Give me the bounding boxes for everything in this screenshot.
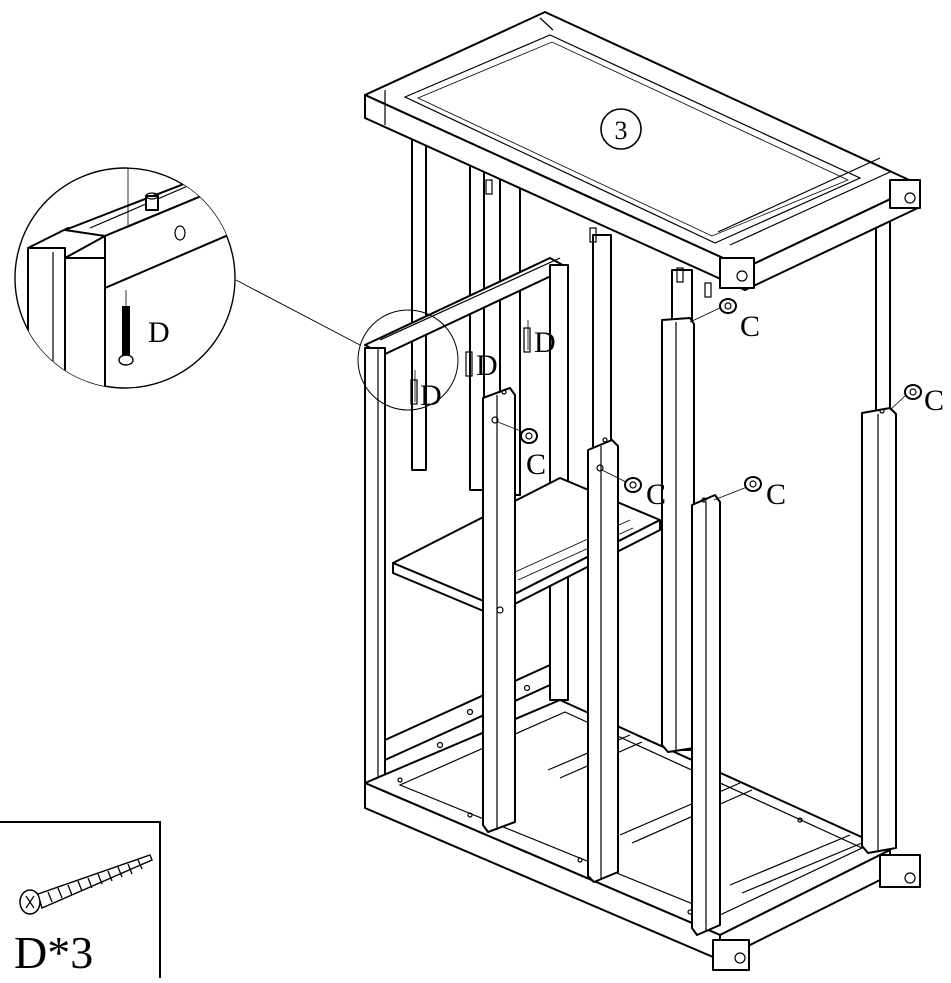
- screw-icon: [19, 854, 153, 915]
- top-frame: 3: [364, 11, 921, 291]
- label-d-1: D: [420, 379, 442, 412]
- label-c-1: C: [740, 310, 760, 343]
- screws-d: D D D: [410, 320, 556, 412]
- cam-bolt-icon: [904, 384, 922, 400]
- step-number-circle: [600, 108, 642, 150]
- detail-magnifier: D: [14, 167, 459, 411]
- label-c-2: C: [924, 384, 944, 417]
- base-frame: [364, 699, 921, 971]
- cam-bolt-icon: [719, 298, 737, 314]
- cam-bolt-icon: [624, 477, 642, 493]
- parts-label: D*3: [14, 927, 93, 978]
- cam-bolt-icon: [744, 476, 762, 492]
- label-d-2: D: [476, 349, 498, 382]
- cam-bolts: C C C C C: [497, 298, 944, 511]
- cam-bolt-icon: [520, 428, 538, 444]
- label-c-4: C: [646, 478, 666, 511]
- label-d-detail: D: [148, 316, 170, 349]
- label-d-3: D: [534, 326, 556, 359]
- screw-icon: [465, 351, 473, 377]
- label-c-5: C: [766, 478, 786, 511]
- step-number: 3: [615, 116, 628, 145]
- screw-icon: [122, 306, 130, 356]
- parts-box: D*3: [0, 821, 161, 978]
- middle-shelf: [392, 477, 661, 616]
- top-frame-pins: [485, 179, 712, 298]
- screw-icon: [410, 379, 418, 405]
- vertical-dividers: [482, 317, 897, 936]
- label-c-3: C: [526, 448, 546, 481]
- screw-icon: [523, 327, 531, 353]
